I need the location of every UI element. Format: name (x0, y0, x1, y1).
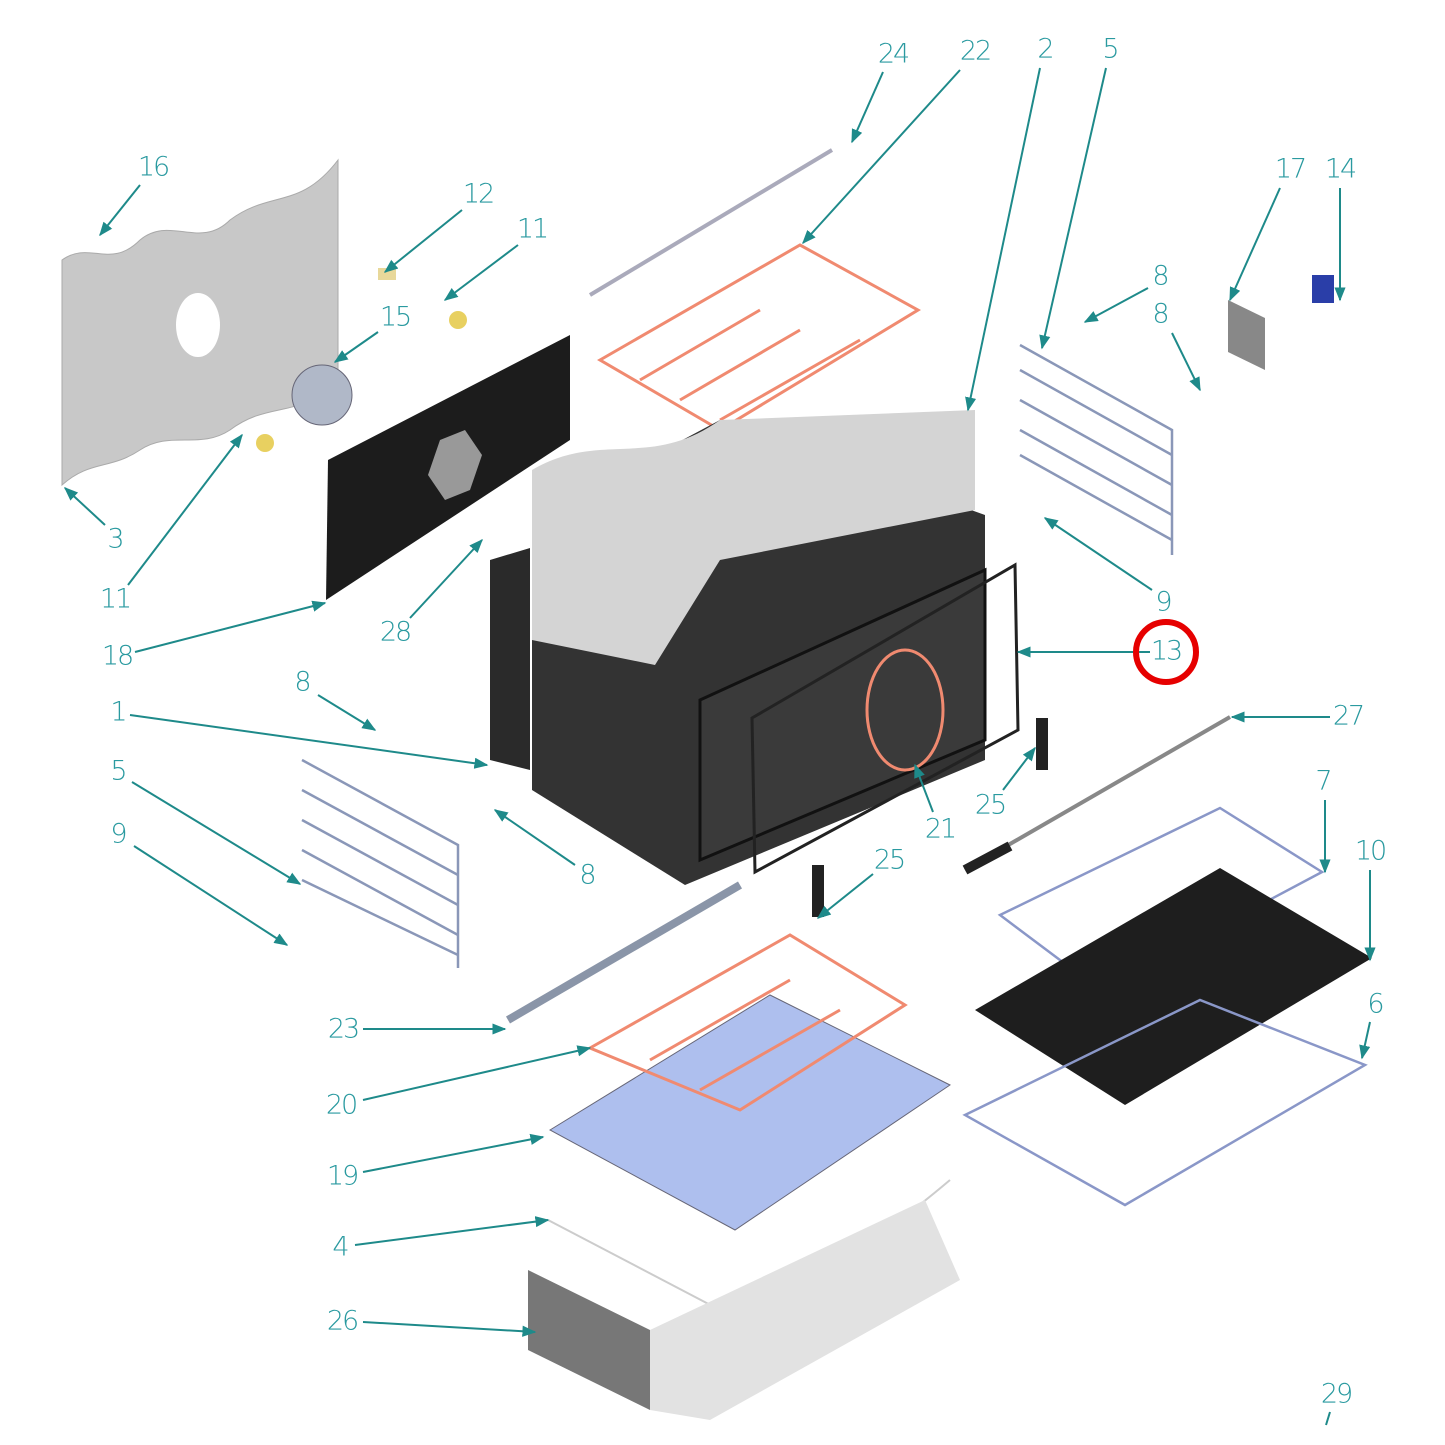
leader-line (1359, 1021, 1371, 1060)
part-strip-23 (505, 881, 743, 1024)
leader-line (383, 209, 463, 273)
part-wire-shelf-6 (962, 998, 1368, 1207)
callout-label: 8 (1152, 299, 1167, 330)
part-bottom-box (528, 1270, 650, 1410)
part-bracket-17 (1228, 300, 1265, 370)
leader-line (99, 184, 141, 237)
leader-line (914, 763, 934, 813)
leader-line (1043, 517, 1153, 591)
part-bottom-plate-19 (548, 994, 951, 1231)
part-lamp-11b (256, 434, 274, 452)
callout-label: 19 (327, 1161, 357, 1192)
leader-line (134, 600, 327, 653)
callout-label: 12 (463, 179, 493, 210)
callout-label: 8 (294, 667, 309, 698)
leader-line (354, 1216, 550, 1246)
leader-line (1002, 746, 1036, 791)
leader-line (362, 1045, 592, 1101)
part-clip-25a (1036, 718, 1048, 770)
part-spit-handle (962, 841, 1013, 875)
part-insulation-hole (176, 293, 220, 357)
leader-line (493, 809, 576, 866)
leader-line (127, 433, 243, 586)
leader-line (317, 694, 377, 731)
part-bottom-box-side (650, 1200, 960, 1420)
callout-label: 23 (328, 1014, 358, 1045)
leader-line (133, 845, 289, 946)
leader-line (129, 714, 489, 769)
callout-label: 25 (975, 790, 1005, 821)
part-top-element (597, 243, 921, 432)
callout-label: 13 (1151, 636, 1181, 667)
callout-label: 28 (380, 617, 410, 648)
leader-line (816, 873, 874, 919)
callout-label: 8 (579, 860, 594, 891)
leader-line (1083, 287, 1149, 323)
callout-label: 5 (1102, 34, 1117, 65)
part-bottom-element (586, 933, 908, 1112)
leader-line (1039, 67, 1107, 350)
leader-line (851, 71, 884, 144)
part-lamp-11 (449, 311, 467, 329)
highlight-circle-13 (1133, 619, 1199, 685)
callout-label: 8 (1152, 261, 1167, 292)
part-clip-25b (812, 865, 824, 917)
leader-line (1325, 1411, 1331, 1426)
leader-line (362, 1133, 545, 1173)
callout-label: 25 (874, 845, 904, 876)
part-baking-tray-10 (975, 868, 1372, 1105)
callout-label: 6 (1367, 989, 1382, 1020)
leader-line (1229, 187, 1281, 302)
part-side-rack-left (301, 758, 460, 968)
callout-label: 15 (380, 302, 410, 333)
callout-label: 26 (327, 1306, 357, 1337)
callout-label: 7 (1315, 766, 1330, 797)
leader-line (333, 331, 379, 363)
part-top-insulation (532, 410, 975, 665)
part-switch-14 (1312, 275, 1334, 303)
parts (61, 148, 1372, 1420)
callout-label: 11 (517, 214, 547, 245)
leader-line (63, 487, 106, 526)
callout-label: 21 (925, 814, 955, 845)
callout-label: 10 (1355, 836, 1385, 867)
callout-label: 24 (878, 39, 909, 70)
part-front-frame-1 (490, 548, 530, 770)
part-fan-grille (428, 430, 482, 500)
leader-line (1171, 332, 1201, 392)
part-cavity-opening (698, 567, 987, 863)
callout-label: 2 (1037, 34, 1052, 65)
callout-label: 22 (960, 36, 990, 67)
part-door-seal-13 (750, 562, 1020, 875)
callout-label: 9 (110, 819, 125, 850)
callout-label: 5 (110, 756, 125, 787)
part-circular-element (865, 648, 945, 772)
callout-label: 14 (1325, 154, 1356, 185)
callout-label: 1 (110, 697, 125, 728)
leader-line (409, 538, 483, 619)
callout-label: 17 (1275, 154, 1305, 185)
callout-label: 29 (1321, 1379, 1351, 1410)
callout-label: 11 (100, 584, 130, 615)
part-side-rack-right (1019, 343, 1174, 555)
callout-label: 16 (138, 152, 168, 183)
leader-line (443, 244, 519, 301)
leader-line (802, 69, 961, 245)
callout-label: 9 (1155, 587, 1170, 618)
leader-line (362, 1321, 537, 1337)
callout-label: 20 (326, 1090, 356, 1121)
callout-label: 4 (332, 1232, 348, 1263)
part-fan (291, 364, 353, 426)
leader-line (965, 67, 1041, 412)
leader-line (131, 781, 302, 885)
callout-label: 3 (107, 524, 122, 555)
callout-label: 27 (1333, 701, 1363, 732)
part-rod-24 (588, 148, 834, 297)
callout-label: 18 (102, 641, 132, 672)
